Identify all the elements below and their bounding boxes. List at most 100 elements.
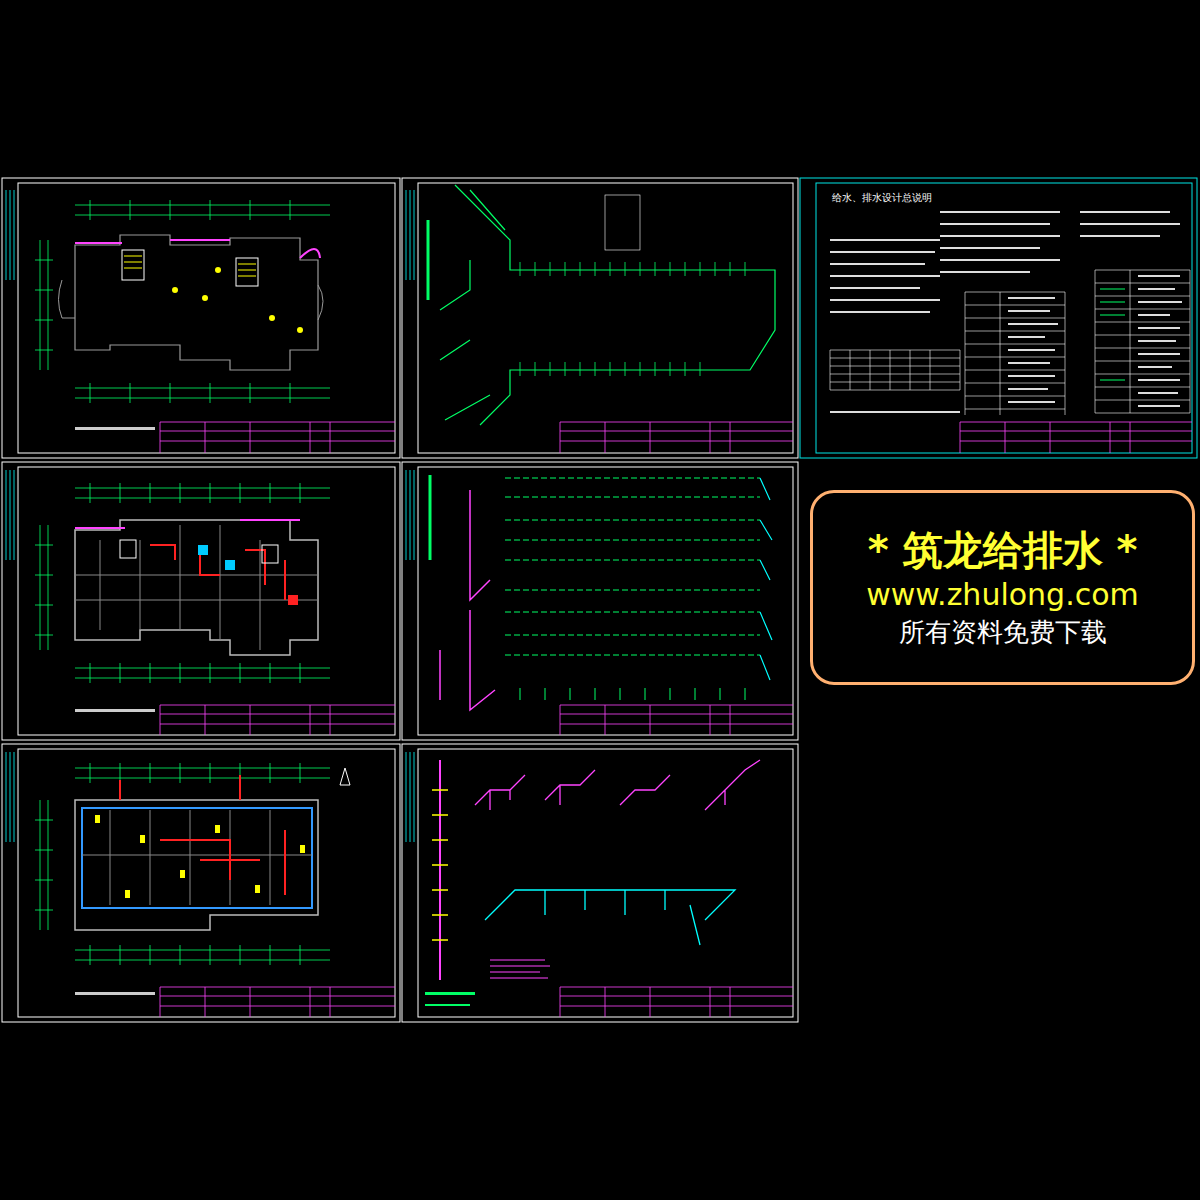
- notes-sheet: [830, 212, 1190, 415]
- riser-label-mark: [427, 220, 430, 300]
- sheet-inner: [18, 749, 395, 1017]
- title-block: [960, 422, 1192, 453]
- sheet-inner: [18, 467, 395, 735]
- floor-marks: [432, 790, 448, 940]
- detail-pipe: [485, 890, 735, 945]
- stair-core: [236, 258, 258, 286]
- dimension-ticks: [35, 200, 290, 403]
- plan-5: [35, 763, 350, 965]
- title-block: [160, 422, 395, 453]
- stair-core: [262, 545, 278, 563]
- detail-pipe: [475, 775, 525, 810]
- building-outline: [75, 520, 318, 655]
- title-block: [160, 705, 395, 735]
- partition-walls: [82, 810, 312, 905]
- branch-stubs: [520, 262, 745, 376]
- floor-lines: [505, 478, 760, 655]
- detail-pipe: [705, 760, 760, 810]
- detail-pipe: [545, 770, 595, 805]
- parapet-line: [75, 240, 320, 258]
- north-arrow: [340, 768, 350, 785]
- stair-core: [120, 540, 136, 558]
- shaft: [288, 595, 298, 605]
- building-outline: [75, 800, 318, 930]
- partition-walls: [75, 525, 318, 650]
- stair-steps: [124, 256, 256, 276]
- legend-text-lines: [1008, 276, 1182, 406]
- watermark-title: * 筑龙给排水 *: [868, 525, 1138, 575]
- binding-strips: [6, 190, 414, 842]
- sheet-frame: [402, 462, 798, 740]
- detail-pipe: [620, 775, 670, 805]
- detail-notes: [490, 960, 550, 978]
- roof-drain: [297, 327, 303, 333]
- plan-3: [35, 483, 330, 683]
- strip-lines: [6, 190, 414, 842]
- sheet-frames: [2, 178, 798, 1022]
- column-marks: [95, 815, 305, 898]
- roof-drain: [202, 295, 208, 301]
- column: [140, 835, 145, 843]
- sheet-frame: [2, 462, 400, 740]
- sheet-inner: [418, 749, 793, 1017]
- bay-window: [59, 280, 324, 320]
- sheet-frame: [402, 744, 798, 1022]
- watermark-box: * 筑龙给排水 *www.zhulong.com所有资料免费下载: [810, 490, 1195, 685]
- watermark-note: 所有资料免费下载: [899, 614, 1107, 650]
- pipe-red: [150, 545, 285, 600]
- pipe-red: [120, 775, 285, 895]
- watermark-url: www.zhulong.com: [866, 575, 1139, 614]
- sheet-frame: [2, 178, 400, 458]
- sheet-inner: [18, 183, 395, 453]
- system-4: [430, 475, 772, 710]
- column: [95, 815, 100, 823]
- plan-1: [35, 200, 330, 403]
- legend-symbols: [1100, 289, 1125, 380]
- sheet-inner: [816, 183, 1192, 453]
- detail-title-mark: [425, 1004, 470, 1006]
- sheet-inner: [418, 467, 793, 735]
- sheet-frame: [2, 744, 400, 1022]
- note-table: [830, 350, 960, 390]
- title-block-text: [75, 427, 475, 995]
- column: [180, 870, 185, 878]
- roof-drain: [172, 287, 178, 293]
- roof-drain: [215, 267, 221, 273]
- legend-table: [965, 270, 1190, 415]
- title-block: [560, 422, 793, 453]
- fixture-branch: [760, 478, 772, 680]
- title-block: [560, 705, 793, 735]
- drawing-name-mark: [75, 992, 155, 995]
- title-block: [160, 987, 395, 1017]
- drawing-name-mark: [425, 992, 475, 995]
- dimension-lines: [40, 488, 330, 678]
- column: [255, 885, 260, 893]
- note-text-lines: [830, 212, 1180, 412]
- shaft: [225, 560, 235, 570]
- right-sheet-frame: [800, 178, 1197, 458]
- roof-drain: [269, 315, 275, 321]
- details-6: [425, 760, 760, 1005]
- dimension-lines: [40, 205, 330, 398]
- building-outline: [75, 235, 318, 370]
- sheet-inner: [418, 183, 793, 453]
- sheet-frame: [402, 178, 798, 458]
- drawing-name-mark: [75, 427, 155, 430]
- pipe-run: [440, 185, 775, 425]
- riser: [439, 760, 441, 980]
- note-block: [605, 195, 640, 250]
- shaft: [198, 545, 208, 555]
- drawing-name-mark: [75, 709, 155, 712]
- dimension-lines: [40, 768, 330, 960]
- title-block: [560, 987, 793, 1017]
- riser: [440, 490, 495, 710]
- stair-core: [122, 250, 144, 280]
- sheet-heading: 给水、排水设计总说明: [832, 191, 932, 205]
- column: [125, 890, 130, 898]
- column: [300, 845, 305, 853]
- column: [215, 825, 220, 833]
- riser-label-mark: [429, 475, 432, 560]
- sheet-frame: [800, 178, 1197, 458]
- drain-loop: [82, 808, 312, 908]
- balcony-line: [75, 520, 300, 528]
